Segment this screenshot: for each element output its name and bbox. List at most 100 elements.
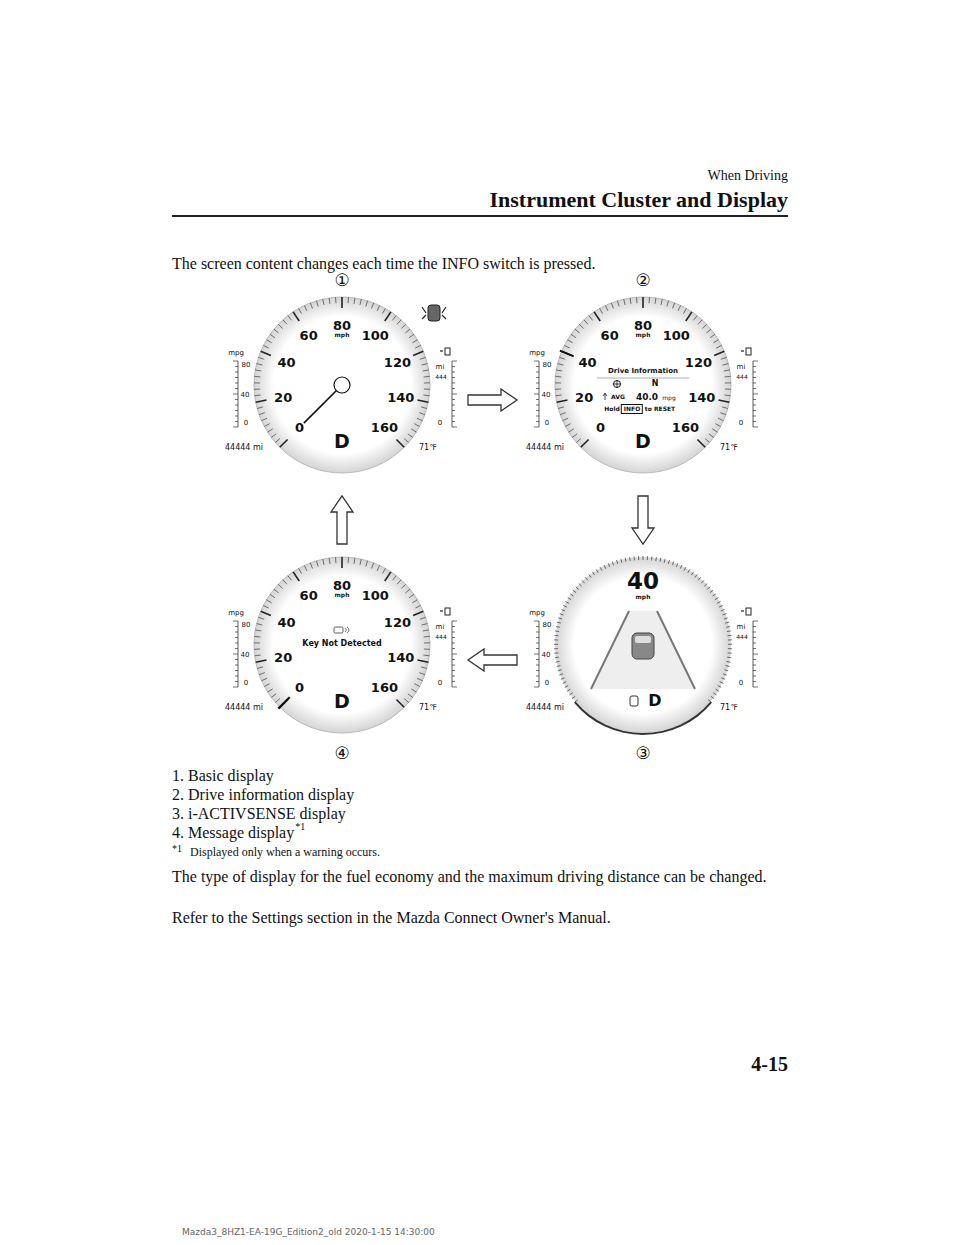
gauge-text: 40 (241, 392, 250, 399)
running-header: When Driving (708, 168, 788, 185)
footnote-mark: *1 (295, 821, 305, 833)
gauge-text: 44444 mi (526, 704, 564, 712)
gauge-text: mi (436, 364, 445, 371)
gauge-text: 444 (435, 634, 446, 640)
gauge-text: 444 (435, 374, 446, 380)
list-item: 1. Basic display (172, 766, 274, 785)
gauge-text: 80 (634, 319, 652, 332)
gauge-text: 140 (387, 390, 414, 403)
gauge-text: 20 (274, 390, 292, 403)
gauge-text: D (334, 692, 350, 711)
gauge-text: 40 (542, 652, 551, 659)
gauge-text: 40 (241, 652, 250, 659)
gauge-text: 60 (300, 329, 318, 342)
gauge-text: mph (335, 592, 350, 598)
gauge-text: 140 (688, 390, 715, 403)
gauge-text: 100 (663, 329, 690, 342)
gauge-text: 80 (242, 622, 251, 629)
cluster-display: 80mph6010040120201400160Dmpg80400mi44404… (523, 290, 763, 490)
gauge-text: 40 (278, 616, 296, 629)
footnote-mark: *1 (172, 843, 182, 855)
gauge-text: mpg (529, 610, 545, 617)
list-item: 2. Drive information display (172, 785, 354, 804)
cluster-display: 80mph6010040120201400160Dmpg80400mi44404… (222, 550, 462, 750)
gauge-text: N (652, 380, 659, 388)
gauge-text: mpg (662, 395, 675, 401)
gauge-text: 444 (736, 634, 747, 640)
gauge-text: 0 (438, 420, 442, 427)
header-rule (172, 215, 788, 217)
gauge-text: 80 (333, 319, 351, 332)
gauge-text: mph (335, 332, 350, 338)
gauge-text: mpg (529, 350, 545, 357)
callout-number: ② (635, 270, 650, 290)
gauge-text: mi (737, 364, 746, 371)
gauge-text: 120 (384, 356, 411, 369)
gauge-text: 0 (295, 421, 304, 434)
flow-arrow (468, 649, 517, 671)
gauge-text: 20 (575, 390, 593, 403)
body-text: Refer to the Settings section in the Maz… (172, 908, 611, 927)
gauge-text: 40 (579, 356, 597, 369)
gauge-text: 80 (543, 622, 552, 629)
gauge-text: mi (737, 624, 746, 631)
gauge-text: 0 (739, 680, 743, 687)
gauge-text: mi (436, 624, 445, 631)
body-text: The screen content changes each time the… (172, 254, 595, 273)
gauge-text: to RESET (645, 406, 675, 412)
gauge-text: 71℉ (720, 444, 738, 452)
gauge-text: 100 (362, 589, 389, 602)
gauge-text: 40 (627, 570, 659, 593)
gauge-text: 44444 mi (225, 704, 263, 712)
gauge-text: 0 (545, 420, 549, 427)
gauge-text: 160 (672, 421, 699, 434)
gauge-text: 120 (384, 616, 411, 629)
gauge-text: 44444 mi (526, 444, 564, 452)
gauge-text: 44444 mi (225, 444, 263, 452)
footnote-text: Displayed only when a warning occurs. (190, 845, 380, 859)
gauge-text: 40 (542, 392, 551, 399)
page-number: 4-15 (751, 1052, 788, 1076)
gauge-text: 80 (333, 579, 351, 592)
flow-arrow (632, 496, 654, 544)
callout-number: ① (334, 270, 349, 290)
gauge-text: mph (636, 594, 651, 600)
gauge-text: 80 (543, 362, 552, 369)
gauge-text: 0 (244, 680, 248, 687)
gauge-text: 0 (596, 421, 605, 434)
gauge-text: 160 (371, 681, 398, 694)
gauge-text: 80 (242, 362, 251, 369)
section-title: Instrument Cluster and Display (490, 187, 788, 213)
gauge-text: D (648, 693, 661, 709)
gauge-text: Drive Information (608, 368, 678, 375)
gauge-text: 100 (362, 329, 389, 342)
cluster-display: 40mphDmpg80400mi444044444 mi71℉ (523, 550, 763, 750)
list-item: 4. Message display (172, 823, 294, 842)
gauge-text: 20 (274, 650, 292, 663)
flow-arrow (468, 389, 517, 411)
gauge-text: 40.0 (636, 393, 658, 402)
callout-number: ④ (334, 743, 349, 763)
gauge-text: mpg (228, 610, 244, 617)
list-item: 3. i-ACTIVSENSE display (172, 804, 346, 823)
gauge-text: 0 (545, 680, 549, 687)
gauge-text: 0 (244, 420, 248, 427)
cluster-display: 80mph6010040120201400160Dmpg80400mi44404… (222, 290, 462, 490)
gauge-text: 60 (601, 329, 619, 342)
callout-number: ③ (635, 743, 650, 763)
gauge-text: 444 (736, 374, 747, 380)
gauge-text: INFO (621, 404, 643, 414)
gauge-text: 140 (387, 650, 414, 663)
gauge-text: 0 (295, 681, 304, 694)
gauge-text: D (635, 432, 651, 451)
gauge-text: Hold (604, 406, 620, 412)
gauge-text: 120 (685, 356, 712, 369)
footer-text: Mazda3_8HZ1-EA-19G_Edition2_old 2020-1-1… (182, 1227, 435, 1238)
gauge-text: 71℉ (419, 704, 437, 712)
gauge-text: D (334, 432, 350, 451)
gauge-text: 71℉ (720, 704, 738, 712)
gauge-text: 160 (371, 421, 398, 434)
